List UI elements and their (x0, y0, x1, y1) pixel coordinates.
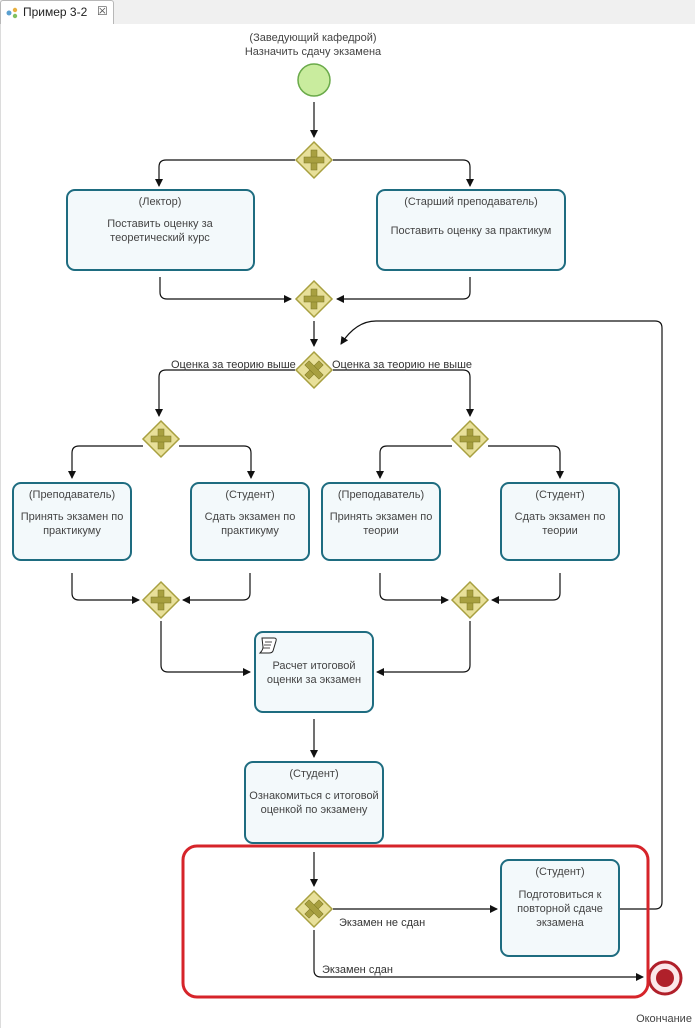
task-role: (Преподаватель) (29, 489, 115, 501)
task-label-line: повторной сдаче (517, 903, 603, 915)
task-label-line: Ознакомиться с итоговой (249, 790, 378, 802)
parallel-gateway-join-1[interactable] (295, 280, 333, 318)
start-event-role: (Заведующий кафедрой) (249, 32, 376, 44)
end-event[interactable]: Окончание (636, 960, 692, 1025)
task-review-grade[interactable]: (Студент) Ознакомиться с итоговой оценко… (244, 761, 384, 844)
parallel-gateway-split-left[interactable] (142, 420, 180, 458)
task-teacher-theory[interactable]: (Преподаватель) Принять экзамен по теори… (321, 482, 441, 561)
task-role: (Студент) (535, 866, 584, 878)
task-role: (Преподаватель) (338, 489, 424, 501)
task-role: (Студент) (289, 768, 338, 780)
close-icon[interactable]: ☒ (97, 4, 108, 18)
task-label-line: Принять экзамен по (330, 511, 433, 523)
start-event-circle (297, 63, 331, 97)
editor-tab-bar: Пример 3-2 ☒ (0, 0, 695, 25)
parallel-gateway-join-left[interactable] (142, 581, 180, 619)
task-label-line: Принять экзамен по (21, 511, 124, 523)
end-event-core (656, 969, 674, 987)
task-label-line: Сдать экзамен по (205, 511, 296, 523)
task-role: (Старший преподаватель) (404, 196, 538, 208)
task-senior-grade[interactable]: (Старший преподаватель) Поставить оценку… (376, 189, 566, 271)
task-label-line: теории (363, 525, 399, 537)
task-label-line: Сдать экзамен по (515, 511, 606, 523)
parallel-gateway-split-1[interactable] (295, 141, 333, 179)
task-label-line: практикуму (43, 525, 101, 537)
task-role: (Студент) (535, 489, 584, 501)
task-label-line: практикуму (221, 525, 279, 537)
exclusive-gateway-result[interactable] (295, 890, 333, 928)
edge-label-theory-higher: Оценка за теорию выше (171, 359, 296, 371)
task-prepare-retake[interactable]: (Студент) Подготовиться к повторной сдач… (500, 859, 620, 957)
task-role: (Студент) (225, 489, 274, 501)
parallel-gateway-split-right[interactable] (451, 420, 489, 458)
edge-label-theory-not-higher: Оценка за теорию не выше (332, 359, 472, 371)
task-label-line: Поставить оценку за (107, 218, 213, 230)
task-label-line: теории (542, 525, 578, 537)
edge-label-failed: Экзамен не сдан (339, 917, 425, 929)
task-label-line: теоретический курс (110, 232, 210, 244)
task-teacher-practicum[interactable]: (Преподаватель) Принять экзамен по практ… (12, 482, 132, 561)
tab-diagram[interactable]: Пример 3-2 ☒ (0, 0, 114, 24)
task-label-line: Расчет итоговой (272, 660, 355, 672)
tab-title: Пример 3-2 (23, 5, 88, 19)
edges (68, 102, 663, 981)
parallel-gateway-join-right[interactable] (451, 581, 489, 619)
end-event-label: Окончание (636, 1013, 692, 1025)
task-label-line: оценкой по экзамену (261, 804, 368, 816)
task-label-line: экзамена (536, 917, 584, 929)
diagram-canvas: Оценка за теорию выше Оценка за теорию н… (0, 24, 695, 1028)
script-task-icon (258, 637, 277, 654)
task-calculate-grade[interactable]: Расчет итоговой оценки за экзамен (254, 631, 374, 713)
start-event-label: Назначить сдачу экзамена (245, 46, 382, 58)
task-lecturer-grade[interactable]: (Лектор) Поставить оценку за теоретическ… (66, 189, 255, 271)
task-label-line: Подготовиться к (519, 889, 602, 901)
task-role: (Лектор) (139, 196, 182, 208)
task-student-theory[interactable]: (Студент) Сдать экзамен по теории (500, 482, 620, 561)
bpmn-diagram: Оценка за теорию выше Оценка за теорию н… (12, 32, 692, 1025)
edge-label-passed: Экзамен сдан (322, 964, 393, 976)
task-label-line: Поставить оценку за практикум (391, 225, 552, 237)
bpmn-diagram-icon (6, 7, 18, 19)
start-event[interactable]: (Заведующий кафедрой) Назначить сдачу эк… (245, 32, 382, 97)
task-label-line: оценки за экзамен (267, 674, 361, 686)
exclusive-gateway-theory[interactable] (295, 351, 333, 389)
highlight-frame (181, 844, 650, 999)
task-student-practicum[interactable]: (Студент) Сдать экзамен по практикуму (190, 482, 310, 561)
